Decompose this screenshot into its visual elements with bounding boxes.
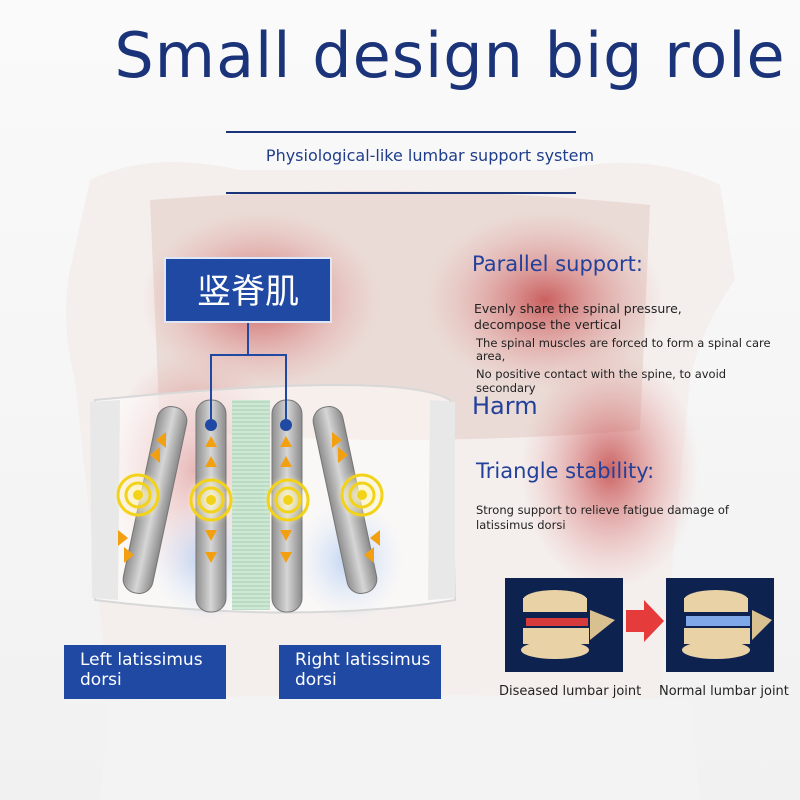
- page-subtitle: Physiological-like lumbar support system: [265, 146, 595, 165]
- parallel-text-5: No positive contact with the spine, to a…: [476, 367, 727, 381]
- parallel-text-6: secondary: [476, 381, 536, 395]
- lower-muscle-right: [520, 350, 700, 590]
- parallel-text-4: area,: [476, 349, 506, 363]
- page-title: Small design big role: [114, 19, 786, 92]
- connector-dot-right: [280, 419, 292, 431]
- pressure-ring-3: [262, 474, 314, 526]
- triangle-text-1: Strong support to relieve fatigue damage…: [476, 503, 729, 517]
- normal-joint-caption: Normal lumbar joint: [659, 684, 789, 699]
- left-latissimus-label: Left latissimus dorsi: [64, 645, 226, 699]
- pressure-ring-2: [185, 474, 237, 526]
- red-arrow: [626, 600, 664, 642]
- parallel-text-2: decompose the vertical: [474, 317, 622, 332]
- pressure-ring-4: [336, 469, 388, 521]
- parallel-text-1: Evenly share the spinal pressure,: [474, 301, 682, 316]
- harm-word: Harm: [472, 392, 538, 420]
- divider-top: [226, 131, 576, 133]
- upper-muscle-right: [425, 210, 665, 390]
- parallel-support-heading: Parallel support:: [472, 252, 643, 276]
- pants: [100, 695, 700, 800]
- parallel-text-3: The spinal muscles are forced to form a …: [476, 336, 771, 350]
- divider-bottom: [226, 192, 576, 194]
- brace-edge-right: [428, 400, 455, 600]
- right-latissimus-label: Right latissimus dorsi: [279, 645, 441, 699]
- pressure-ring-1: [112, 469, 164, 521]
- triangle-text-2: latissimus dorsi: [476, 518, 566, 532]
- normal-joint-image: [666, 578, 774, 672]
- erector-spinae-label: 竖脊肌: [164, 257, 332, 323]
- triangle-stability-heading: Triangle stability:: [476, 459, 655, 483]
- brace-edge-left: [90, 400, 120, 600]
- diseased-joint-caption: Diseased lumbar joint: [499, 684, 642, 699]
- diseased-joint-image: [505, 578, 623, 672]
- support-arrows: [118, 432, 380, 563]
- connector-dot-left: [205, 419, 217, 431]
